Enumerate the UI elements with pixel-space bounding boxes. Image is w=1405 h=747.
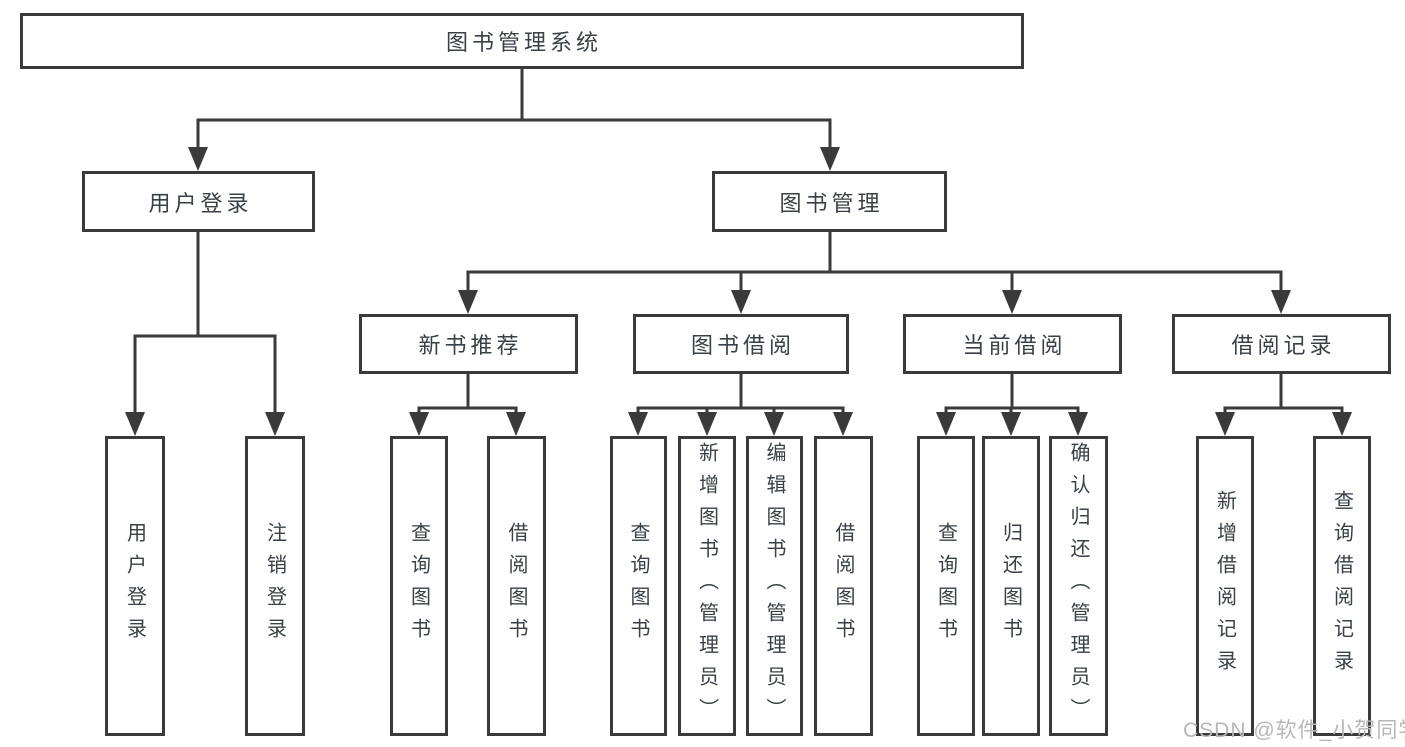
leaf-borrow-books-recommend: 借阅图书	[487, 436, 546, 736]
leaf-add-book-admin: 新增图书（管理员）	[678, 436, 736, 736]
node-book-borrowing: 图书借阅	[633, 314, 849, 374]
node-current-borrowing: 当前借阅	[903, 314, 1122, 374]
leaf-add-borrow-record: 新增借阅记录	[1196, 436, 1254, 736]
leaf-return-book: 归还图书	[982, 436, 1040, 736]
node-library-management-system: 图书管理系统	[20, 13, 1024, 69]
leaf-user-login: 用户登录	[105, 436, 165, 736]
node-borrowing-records: 借阅记录	[1172, 314, 1391, 374]
leaf-logout: 注销登录	[245, 436, 305, 736]
csdn-watermark: CSDN @软件_小贺同学	[1183, 719, 1405, 742]
leaf-query-books-recommend: 查询图书	[390, 436, 448, 736]
leaf-query-borrow-record: 查询借阅记录	[1313, 436, 1371, 736]
leaf-query-books-borrow: 查询图书	[610, 436, 667, 736]
leaf-confirm-return-admin: 确认归还（管理员）	[1049, 436, 1108, 736]
node-new-book-recommendation: 新书推荐	[359, 314, 578, 374]
leaf-edit-book-admin: 编辑图书（管理员）	[746, 436, 803, 736]
node-user-login: 用户登录	[82, 171, 315, 232]
leaf-borrow-books: 借阅图书	[814, 436, 873, 736]
node-book-management: 图书管理	[712, 171, 947, 232]
leaf-query-books-current: 查询图书	[917, 436, 975, 736]
